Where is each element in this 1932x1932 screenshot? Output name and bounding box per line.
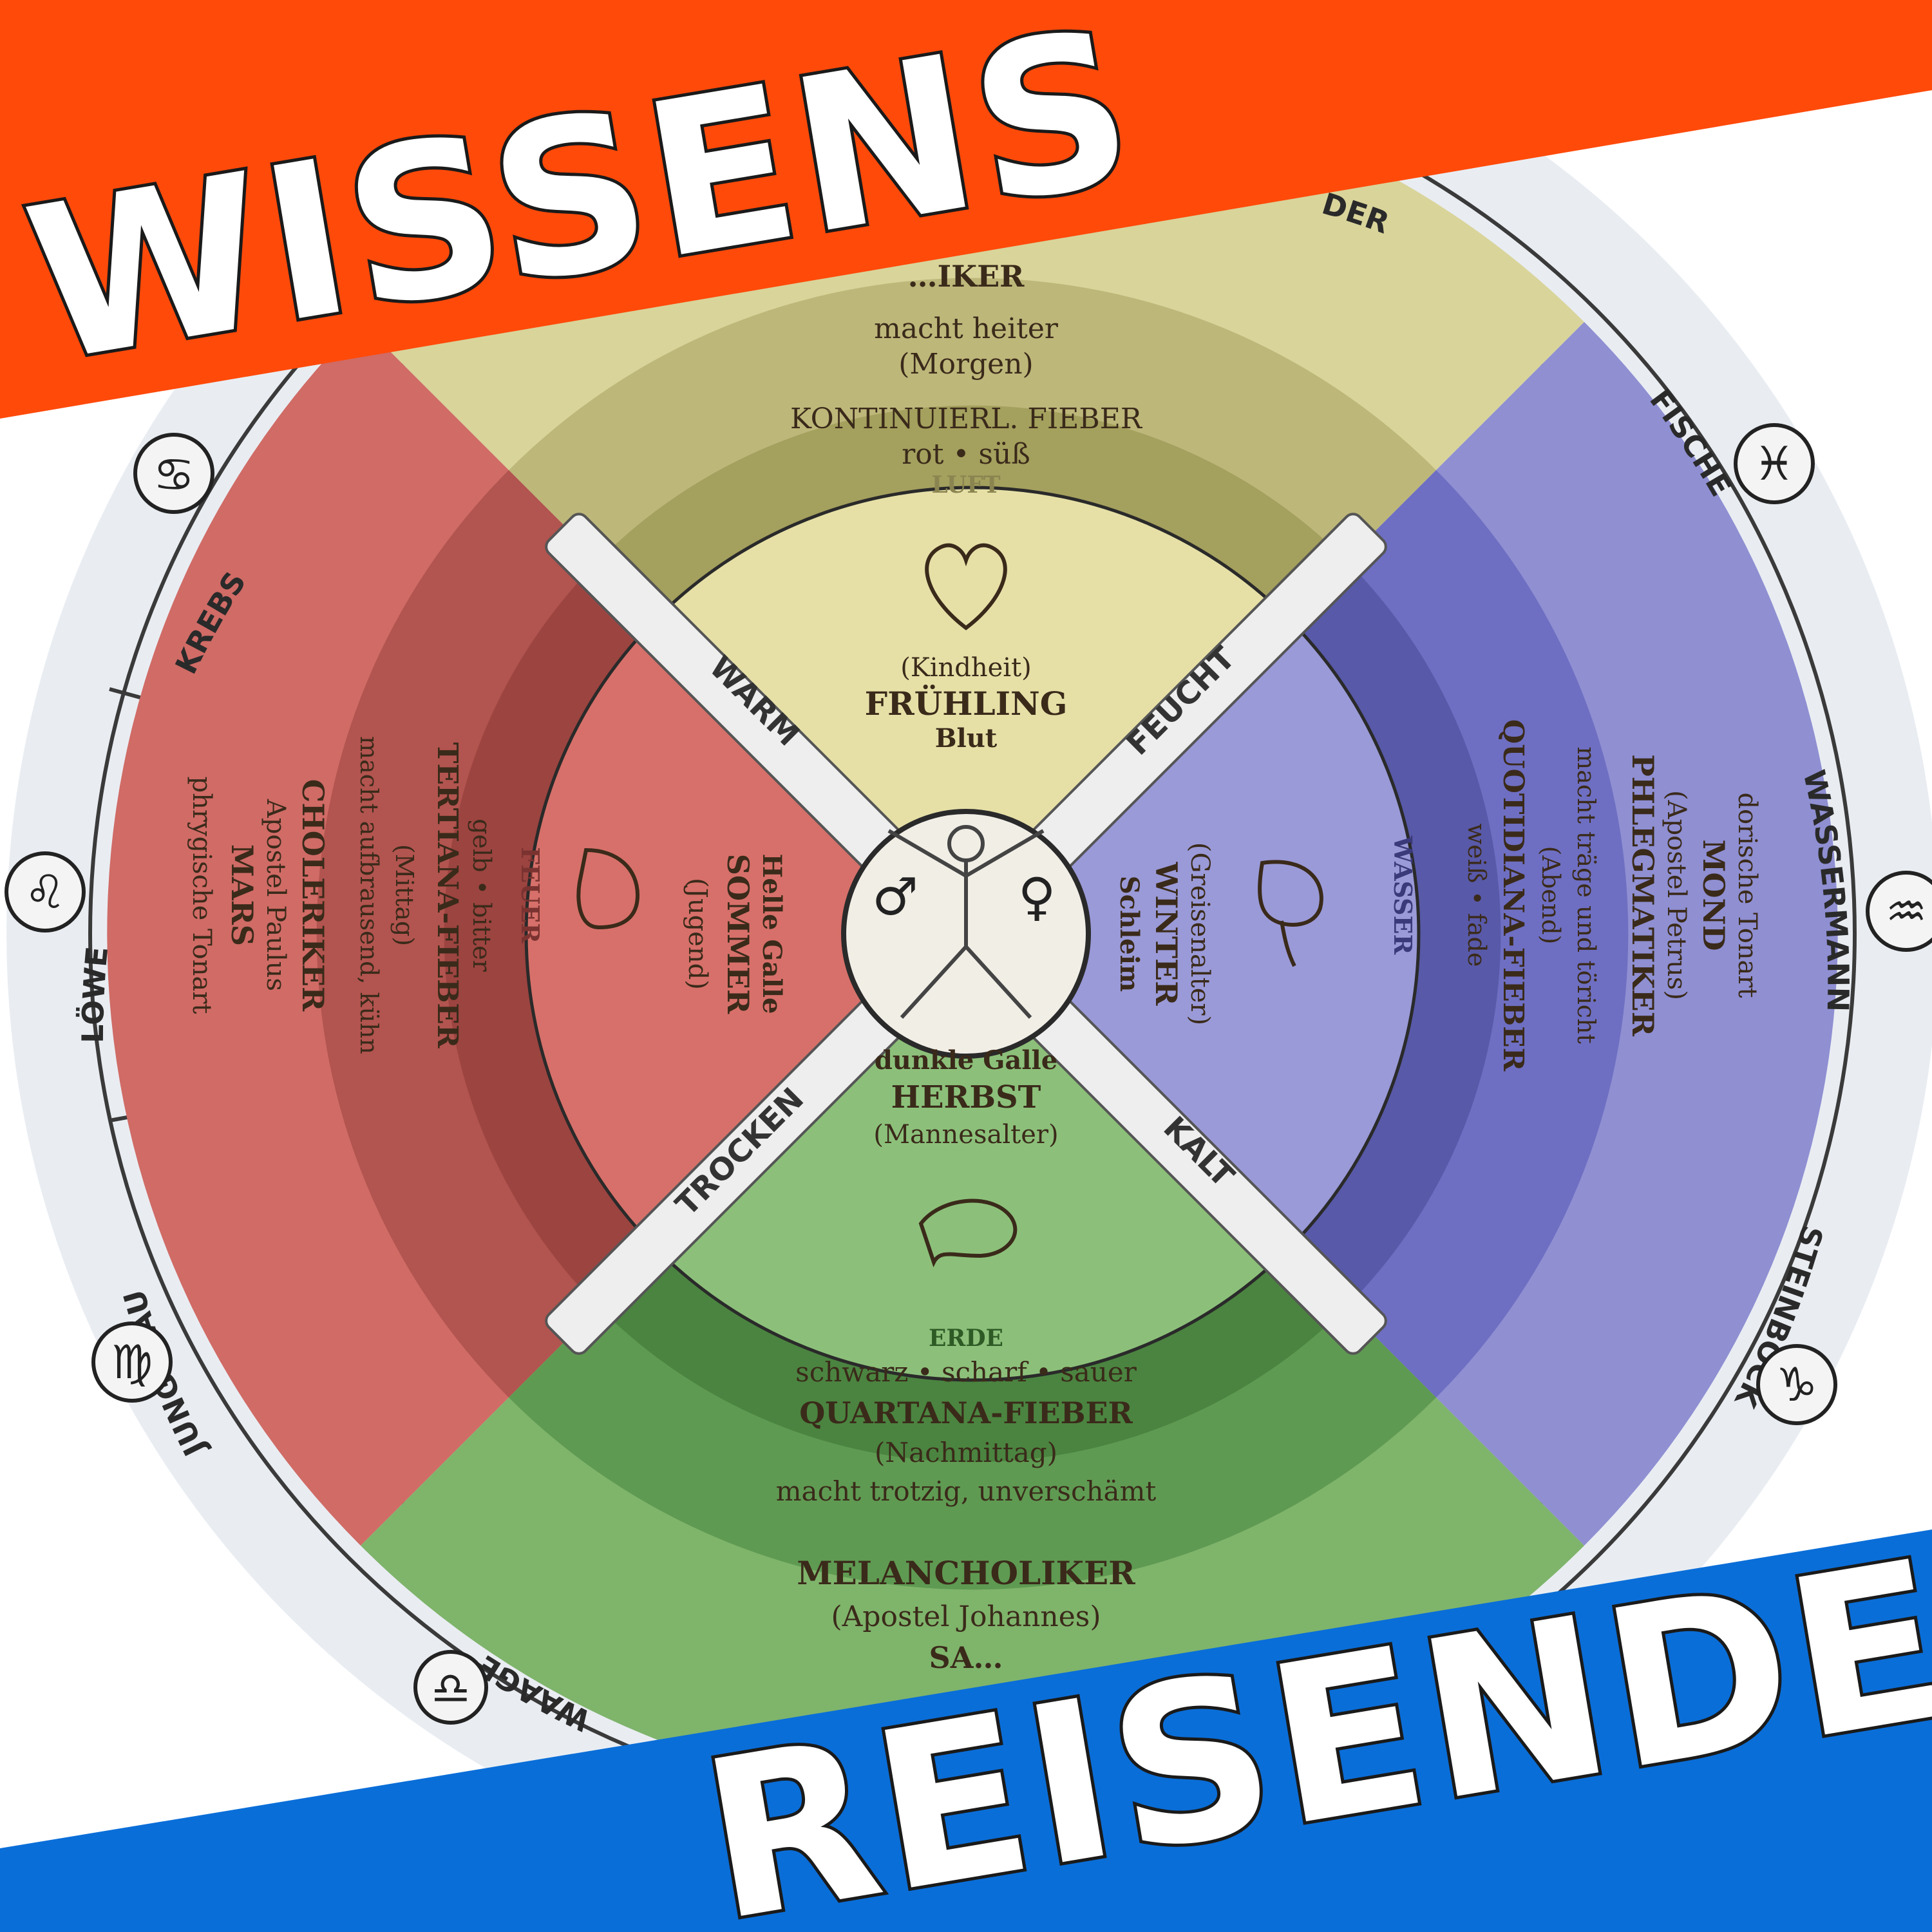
sanguine-title: …IKER bbox=[908, 259, 1025, 294]
melancholic-inner2: HERBST bbox=[891, 1079, 1041, 1115]
choleric-line7: TERTIANA-FIEBER bbox=[431, 743, 464, 1048]
phlegmatic-line6: (Abend) bbox=[1537, 846, 1565, 945]
zodiac-loewe: LÖWE bbox=[75, 945, 115, 1043]
choleric-line3: Apostel Paulus bbox=[261, 799, 290, 991]
quadrant-choleric bbox=[107, 322, 975, 1546]
virgo-icon: ♍ bbox=[91, 1321, 173, 1403]
svg-text:♍: ♍ bbox=[111, 1335, 153, 1389]
sanguine-line2: (Morgen) bbox=[898, 348, 1033, 381]
phlegmatic-line7: QUOTIDIANA-FIEBER bbox=[1497, 719, 1530, 1072]
sanguine-line1: macht heiter bbox=[874, 312, 1059, 345]
male-symbol: ♂ bbox=[872, 867, 918, 927]
pisces-icon: ♓ bbox=[1734, 423, 1815, 504]
phlegmatic-line3: (Apostel Petrus) bbox=[1662, 790, 1691, 1000]
vitruvian-figure-icon bbox=[887, 825, 1045, 1019]
center-disc: ♂ ♀ bbox=[841, 809, 1091, 1059]
heart-icon bbox=[925, 543, 1007, 630]
choleric-line4: CHOLERIKER bbox=[296, 779, 330, 1012]
phlegmatic-text: dorische Tonart MOND (Apostel Petrus) PH… bbox=[1114, 719, 1762, 1072]
phlegmatic-inner2: WINTER bbox=[1149, 862, 1184, 1007]
svg-text:♋: ♋ bbox=[153, 448, 195, 502]
spleen-icon bbox=[918, 1198, 1018, 1267]
phlegmatic-line2: MOND bbox=[1696, 840, 1731, 951]
svg-text:♑: ♑ bbox=[1776, 1358, 1818, 1412]
melancholic-line6: (Apostel Johannes) bbox=[831, 1600, 1101, 1633]
melancholic-element: ERDE bbox=[929, 1325, 1003, 1352]
svg-text:♓: ♓ bbox=[1754, 437, 1795, 491]
melancholic-line3: (Nachmittag) bbox=[875, 1437, 1057, 1468]
sanguine-inner3: Blut bbox=[935, 723, 998, 753]
phlegmatic-line1: dorische Tonart bbox=[1732, 792, 1762, 998]
capricorn-icon: ♑ bbox=[1756, 1344, 1837, 1425]
sanguine-element: LUFT bbox=[931, 471, 1000, 498]
aquarius-icon: ♒ bbox=[1866, 871, 1932, 952]
cancer-icon: ♋ bbox=[133, 433, 214, 514]
svg-text:LÖWE: LÖWE bbox=[75, 945, 115, 1043]
leo-icon: ♌ bbox=[5, 851, 86, 933]
choleric-inner3: Helle Galle bbox=[757, 854, 787, 1014]
phlegmatic-line4: PHLEGMATIKER bbox=[1625, 754, 1660, 1037]
melancholic-line7: SA… bbox=[929, 1640, 1003, 1675]
choleric-element: FEUER bbox=[516, 847, 545, 943]
choleric-line2: MARS bbox=[225, 844, 260, 946]
sanguine-inner1: (Kindheit) bbox=[900, 653, 1032, 683]
liver-icon bbox=[576, 848, 640, 930]
sanguine-inner2: FRÜHLING bbox=[865, 684, 1068, 723]
melancholic-inner1: dunkle Galle bbox=[875, 1045, 1057, 1075]
choleric-inner1: (Jugend) bbox=[683, 878, 712, 990]
libra-icon: ♎ bbox=[413, 1650, 488, 1725]
svg-text:♌: ♌ bbox=[24, 865, 66, 919]
phlegmatic-line8: weiß • fade bbox=[1463, 824, 1491, 967]
sanguine-line4: rot • süß bbox=[902, 438, 1030, 471]
phlegmatic-element: WASSER bbox=[1388, 835, 1417, 955]
melancholic-line1: schwarz • scharf • sauer bbox=[795, 1356, 1137, 1388]
brain-icon bbox=[1258, 860, 1323, 967]
svg-text:♒: ♒ bbox=[1886, 884, 1927, 938]
phlegmatic-inner1: (Greisenalter) bbox=[1185, 842, 1215, 1025]
sanguine-line3: KONTINUIERL. FIEBER bbox=[790, 402, 1143, 435]
choleric-inner2: SOMMER bbox=[721, 854, 755, 1014]
choleric-line6: (Mittag) bbox=[390, 844, 419, 946]
quadrant-phlegmatic bbox=[970, 322, 1838, 1546]
female-symbol: ♀ bbox=[1018, 867, 1056, 927]
choleric-text: phrygische Tonart MARS Apostel Paulus CH… bbox=[187, 736, 787, 1054]
melancholic-line2: QUARTANA-FIEBER bbox=[799, 1396, 1133, 1430]
phlegmatic-line5: macht träge und töricht bbox=[1572, 746, 1600, 1044]
phlegmatic-inner3: Schleim bbox=[1114, 876, 1144, 992]
svg-text:♎: ♎ bbox=[431, 1663, 471, 1714]
melancholic-line4: macht trotzig, unverschämt bbox=[776, 1475, 1157, 1507]
melancholic-inner3: (Mannesalter) bbox=[873, 1120, 1058, 1150]
melancholic-line5: MELANCHOLIKER bbox=[797, 1554, 1135, 1592]
choleric-line8: gelb • bitter bbox=[468, 819, 496, 972]
choleric-line1: phrygische Tonart bbox=[187, 776, 216, 1014]
choleric-line5: macht aufbrausend, kühn bbox=[355, 736, 383, 1054]
